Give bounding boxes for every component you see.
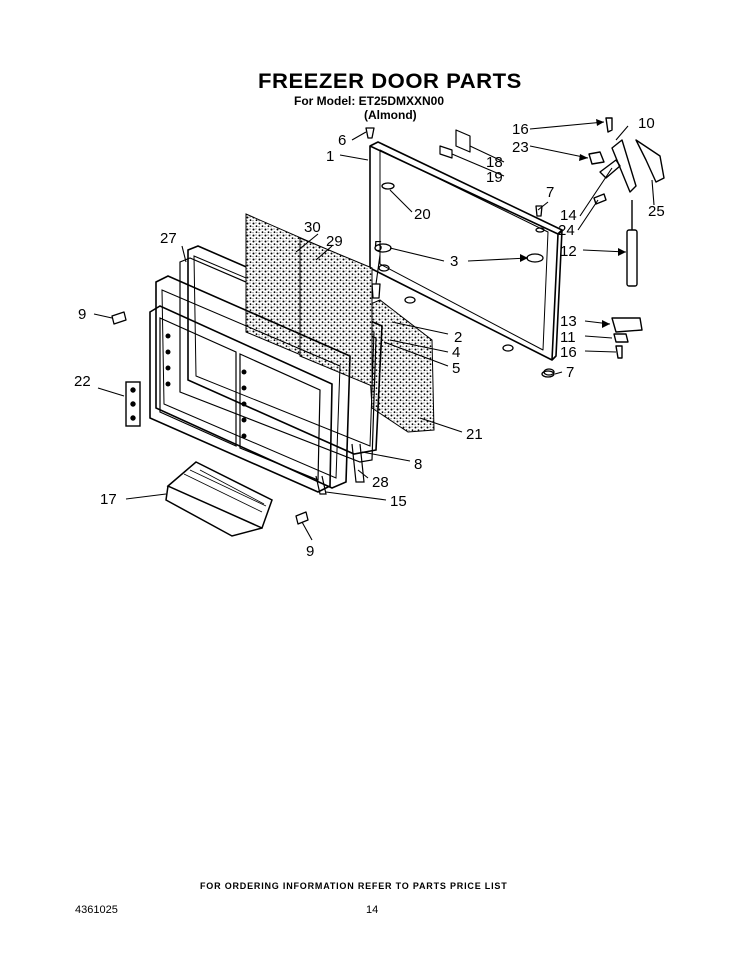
callout-12: 12 (560, 243, 577, 260)
door-outer-frame (155, 275, 351, 489)
callout-18: 18 (486, 154, 503, 171)
callout-9b: 9 (306, 543, 314, 560)
liner-fasteners (374, 182, 555, 376)
callout-20: 20 (414, 206, 431, 223)
callout-21: 21 (466, 426, 483, 443)
callout-11: 11 (560, 329, 576, 346)
door-gasket (187, 245, 383, 455)
ordering-note: FOR ORDERING INFORMATION REFER TO PARTS … (200, 881, 508, 891)
callout-28: 28 (372, 474, 389, 491)
callout-10: 10 (638, 115, 655, 132)
callout-1: 1 (326, 148, 334, 165)
callout-17: 17 (100, 491, 117, 508)
callout-5a: 5 (374, 238, 382, 255)
bottom-hinge (611, 317, 643, 359)
callout-4: 4 (452, 344, 460, 361)
top-hinge-assembly (588, 117, 665, 205)
callout-6: 6 (338, 132, 346, 149)
callout-24: 24 (558, 222, 575, 239)
callout-5b: 5 (452, 360, 460, 377)
callout-22: 22 (74, 373, 91, 390)
callout-23: 23 (512, 139, 529, 156)
callout-7b: 7 (566, 364, 574, 381)
callout-2: 2 (454, 329, 462, 346)
callout-16b: 16 (560, 344, 577, 361)
document-number: 4361025 (75, 904, 118, 916)
callout-7a: 7 (546, 184, 554, 201)
callout-13: 13 (560, 313, 577, 330)
model-line: For Model: ET25DMXXN00 (294, 94, 445, 108)
door-shelf-bin (165, 461, 273, 537)
callout-3: 3 (450, 253, 458, 270)
callout-27: 27 (160, 230, 177, 247)
handle-rod (626, 200, 638, 287)
callout-15: 15 (390, 493, 407, 510)
leader-lines (93, 121, 655, 541)
page-title: FREEZER DOOR PARTS (258, 70, 522, 93)
callout-19: 19 (486, 169, 503, 186)
labels-18-19 (439, 129, 471, 159)
door-panel (149, 305, 333, 493)
panel-dots (165, 333, 247, 439)
callout-14: 14 (560, 207, 577, 224)
callout-29: 29 (326, 233, 343, 250)
callout-25: 25 (648, 203, 665, 220)
callout-8: 8 (414, 456, 422, 473)
color-line: (Almond) (364, 108, 417, 122)
callout-30: 30 (304, 219, 321, 236)
page-number: 14 (366, 904, 379, 916)
bracket-22 (125, 381, 141, 427)
inner-door-liner (369, 141, 563, 361)
door-insulation (365, 299, 435, 433)
callout-9a: 9 (78, 306, 86, 323)
callout-16a: 16 (512, 121, 529, 138)
